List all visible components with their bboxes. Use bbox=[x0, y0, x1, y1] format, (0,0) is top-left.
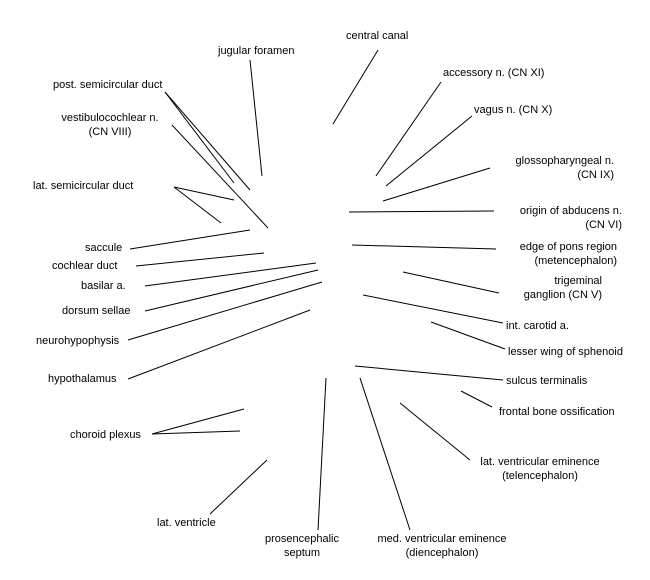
leader-lat-ventricular-eminence bbox=[399, 402, 471, 461]
label-lat-semicircular-duct: lat. semicircular duct bbox=[33, 180, 134, 192]
leader-lat-ventricle bbox=[209, 459, 268, 515]
label-prosencephalic-septum: prosencephalic septum bbox=[265, 533, 339, 559]
leader-edge-of-pons-region bbox=[351, 244, 497, 250]
leader-dorsum-sellae bbox=[144, 269, 319, 312]
leader-int-carotid-a bbox=[362, 294, 504, 324]
leader-post-semicircular-duct-2 bbox=[164, 91, 235, 184]
label-saccule: saccule bbox=[85, 242, 123, 254]
leader-lesser-wing-of-sphenoid bbox=[430, 321, 506, 350]
leader-accessory-n bbox=[375, 81, 442, 177]
leader-central-canal bbox=[332, 49, 379, 125]
leader-origin-of-abducens-n bbox=[348, 210, 495, 213]
leader-sulcus-terminalis bbox=[354, 365, 504, 381]
label-sulcus-terminalis: sulcus terminalis bbox=[506, 375, 588, 387]
label-lesser-wing-of-sphenoid: lesser wing of sphenoid bbox=[508, 346, 623, 358]
leader-cochlear-duct bbox=[135, 252, 265, 267]
label-dorsum-sellae: dorsum sellae bbox=[62, 305, 131, 317]
label-trigeminal-ganglion: trigeminal ganglion (CN V) bbox=[523, 275, 602, 301]
leader-hypothalamus bbox=[127, 309, 311, 380]
label-edge-of-pons-region: edge of pons region (metencephalon) bbox=[519, 241, 617, 267]
leader-lat-semicircular-duct-2 bbox=[173, 186, 222, 224]
leader-choroid-plexus-1 bbox=[151, 408, 245, 435]
label-jugular-foramen: jugular foramen bbox=[218, 45, 295, 57]
label-neurohypophysis: neurohypophysis bbox=[36, 335, 120, 347]
label-int-carotid-a: int. carotid a. bbox=[506, 320, 569, 332]
leader-trigeminal-ganglion bbox=[402, 271, 500, 294]
label-vestibulocochlear-n: vestibulocochlear n. (CN VIII) bbox=[61, 112, 159, 138]
leader-post-semicircular-duct-1 bbox=[164, 91, 251, 191]
label-accessory-n: accessory n. (CN XI) bbox=[443, 67, 545, 79]
leader-vagus-n bbox=[385, 115, 473, 187]
leader-lat-semicircular-duct-1 bbox=[173, 186, 235, 201]
leader-jugular-foramen bbox=[249, 59, 263, 177]
leader-glossopharyngeal-n bbox=[382, 167, 491, 202]
label-cochlear-duct: cochlear duct bbox=[52, 260, 118, 272]
label-vagus-n: vagus n. (CN X) bbox=[474, 104, 553, 116]
leader-vestibulocochlear-n bbox=[171, 124, 269, 229]
label-lat-ventricular-eminence: lat. ventricular eminence (telencephalon… bbox=[480, 456, 600, 482]
label-frontal-bone-ossification: frontal bone ossification bbox=[499, 406, 615, 418]
leader-choroid-plexus-2 bbox=[151, 430, 241, 435]
label-glossopharyngeal-n: glossopharyngeal n. (CN IX) bbox=[515, 155, 614, 181]
label-lat-ventricle: lat. ventricle bbox=[157, 517, 216, 529]
label-origin-of-abducens-n: origin of abducens n. (CN VI) bbox=[519, 205, 622, 231]
label-post-semicircular-duct: post. semicircular duct bbox=[53, 79, 163, 91]
label-central-canal: central canal bbox=[346, 30, 409, 42]
label-med-ventricular-eminence: med. ventricular eminence (diencephalon) bbox=[377, 533, 507, 559]
leader-neurohypophysis bbox=[127, 281, 323, 341]
label-hypothalamus: hypothalamus bbox=[48, 373, 117, 385]
leader-prosencephalic-septum bbox=[317, 377, 327, 531]
leader-saccule bbox=[129, 229, 251, 250]
leader-frontal-bone-ossification bbox=[460, 390, 493, 408]
label-basilar-a: basilar a. bbox=[81, 280, 126, 292]
label-choroid-plexus: choroid plexus bbox=[70, 429, 141, 441]
leader-basilar-a bbox=[144, 262, 317, 287]
leader-med-ventricular-eminence bbox=[359, 377, 411, 531]
